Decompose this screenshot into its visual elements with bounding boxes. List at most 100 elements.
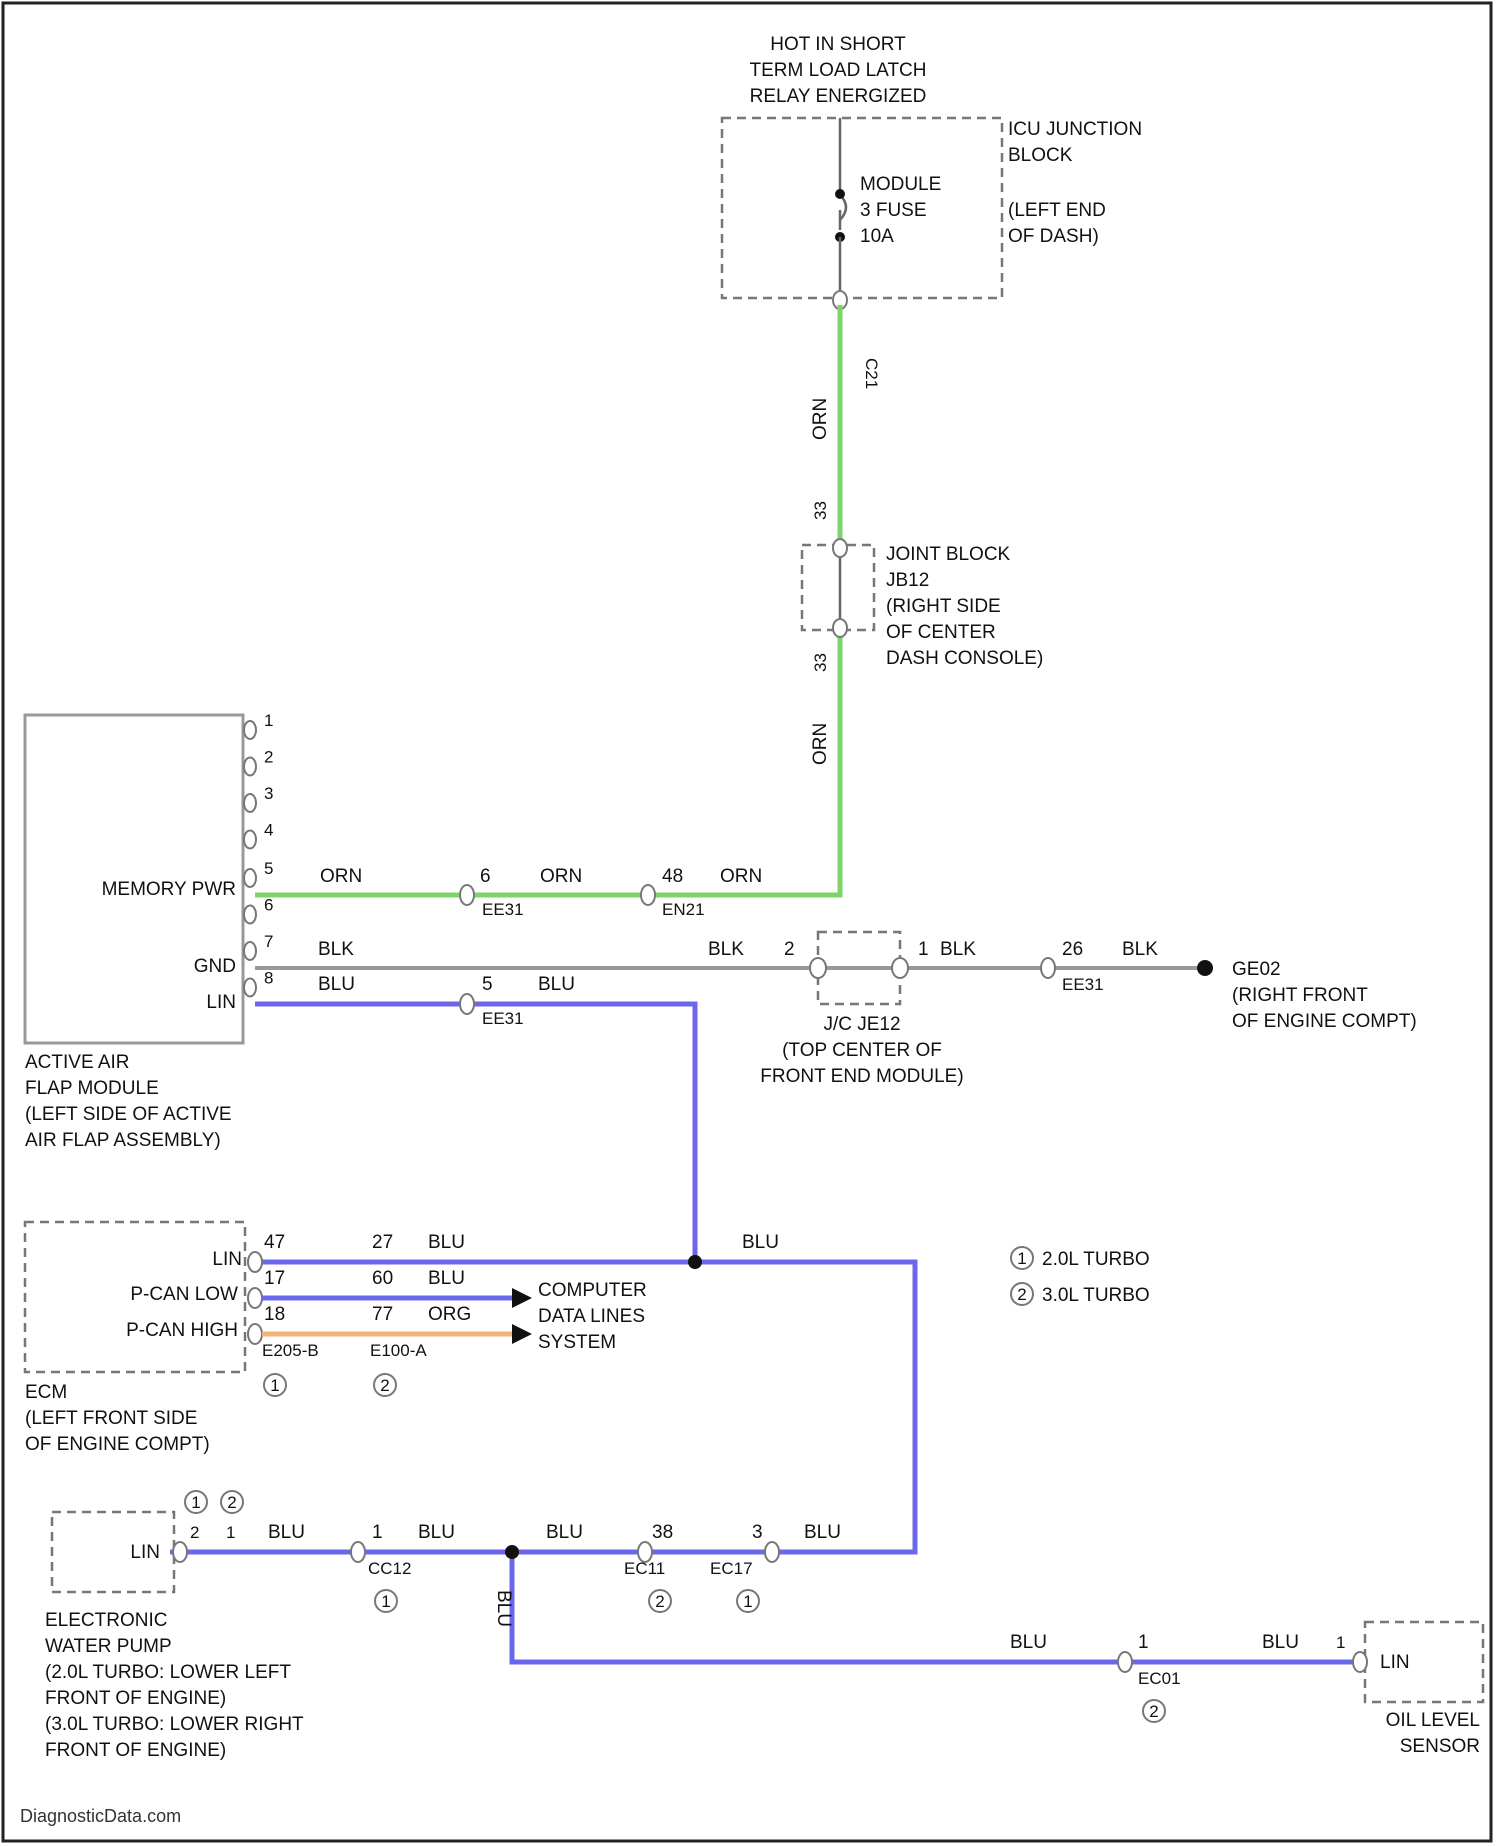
active-air-flap-title-2: FLAP MODULE — [25, 1078, 159, 1099]
flap-pin-number: 8 — [264, 969, 273, 988]
icu-connector-id: C21 — [862, 358, 881, 389]
flap-pin-marker — [244, 721, 256, 739]
svg-text:2: 2 — [227, 1493, 236, 1512]
flap-pin-marker — [244, 942, 256, 960]
cc12-pin: 1 — [372, 1522, 383, 1543]
blk-connector-ee31 — [1041, 958, 1055, 978]
ecm-lin-label: LIN — [212, 1249, 242, 1270]
icu-block-location-2: OF DASH) — [1008, 226, 1099, 247]
blu-wire-label-3: BLU — [742, 1232, 779, 1253]
fuse-label-2: 3 FUSE — [860, 200, 927, 221]
water-pump-title-4: FRONT OF ENGINE) — [45, 1688, 226, 1709]
blu-wire-label-1: BLU — [318, 974, 355, 995]
water-pump-title-5: (3.0L TURBO: LOWER RIGHT — [45, 1714, 304, 1735]
ground-id: GE02 — [1232, 959, 1281, 980]
active-air-flap-title-1: ACTIVE AIR — [25, 1052, 130, 1073]
cc12-connector — [351, 1542, 365, 1562]
ecm-pin-a-1: 47 — [264, 1232, 285, 1253]
icu-block-name-1: ICU JUNCTION — [1008, 119, 1142, 140]
ec11-id: EC11 — [624, 1559, 665, 1578]
blk-wire-label-1: BLK — [318, 939, 354, 960]
orn-connector-1-id: EE31 — [482, 900, 524, 919]
power-source-line-1: HOT IN SHORT — [770, 34, 906, 55]
blu-connector-pin: 5 — [482, 974, 493, 995]
active-air-flap-title-3: (LEFT SIDE OF ACTIVE — [25, 1104, 232, 1125]
ec11-pin: 38 — [652, 1522, 673, 1543]
ground-location-1: (RIGHT FRONT — [1232, 985, 1368, 1006]
orn-wire-label-1: ORN — [320, 866, 362, 887]
blk-wire-label-2: BLK — [708, 939, 744, 960]
joint-block-pin-top: 33 — [811, 501, 830, 520]
blk-connector-id: EE31 — [1062, 975, 1104, 994]
oil-sensor-lin-label: LIN — [1380, 1652, 1410, 1673]
power-source-line-2: TERM LOAD LATCH — [749, 60, 926, 81]
jc-pin-2: 2 — [784, 939, 795, 960]
flap-pin-marker — [244, 869, 256, 887]
memory-pwr-label: MEMORY PWR — [102, 879, 236, 900]
ec01-id: EC01 — [1138, 1669, 1181, 1688]
ground-location-2: OF ENGINE COMPT) — [1232, 1011, 1417, 1032]
ec01-connector — [1118, 1652, 1132, 1672]
ecm-pin-a-3: 18 — [264, 1304, 285, 1325]
blk-wire-label-3: BLK — [940, 939, 976, 960]
svg-text:2: 2 — [655, 1592, 664, 1611]
power-source-label: HOT IN SHORT TERM LOAD LATCH RELAY ENERG… — [749, 34, 926, 107]
ec17-id: EC17 — [710, 1559, 753, 1578]
flap-pin-marker — [244, 906, 256, 924]
joint-block-label-2: JB12 — [886, 570, 929, 591]
flap-pin-marker — [244, 758, 256, 776]
water-pump-title-6: FRONT OF ENGINE) — [45, 1740, 226, 1761]
ecm-pin-b-3: 77 — [372, 1304, 393, 1325]
flap-pin-marker — [244, 979, 256, 997]
lin-splice-2 — [505, 1545, 519, 1559]
water-pump-title-2: WATER PUMP — [45, 1636, 172, 1657]
joint-block-label-5: DASH CONSOLE) — [886, 648, 1043, 669]
ecm-pin-b-1: 27 — [372, 1232, 393, 1253]
icu-block-name-2: BLOCK — [1008, 145, 1073, 166]
water-pump-pin-2: 1 — [226, 1523, 235, 1542]
blu-wire-label-6: BLU — [546, 1522, 583, 1543]
ecm-pin-color-2: BLU — [428, 1268, 465, 1289]
flap-pin-number: 3 — [264, 784, 273, 803]
water-pump-title-3: (2.0L TURBO: LOWER LEFT — [45, 1662, 291, 1683]
blu-wire-label-vertical: BLU — [493, 1590, 514, 1627]
ecm-pin-a-2: 17 — [264, 1268, 285, 1289]
flap-pin-marker — [244, 831, 256, 849]
active-air-flap-title-4: AIR FLAP ASSEMBLY) — [25, 1130, 221, 1151]
flap-pin-marker — [244, 794, 256, 812]
orn-connector-2-id: EN21 — [662, 900, 705, 919]
ground-point-ge02 — [1197, 960, 1213, 976]
watermark: DiagnosticData.com — [20, 1806, 181, 1826]
orn-wire-label-2: ORN — [540, 866, 582, 887]
flap-pin-number: 7 — [264, 932, 273, 951]
blk-wire-label-4: BLK — [1122, 939, 1158, 960]
ecm-pcan-high-label: P-CAN HIGH — [126, 1320, 238, 1341]
blu-connector-id: EE31 — [482, 1009, 524, 1028]
svg-text:1: 1 — [743, 1592, 752, 1611]
ec17-pin: 3 — [752, 1522, 763, 1543]
orn-wire-label-3: ORN — [720, 866, 762, 887]
orn-connector-ee31 — [460, 885, 474, 905]
legend-label-2: 3.0L TURBO — [1042, 1285, 1150, 1306]
flap-pin-number: 2 — [264, 748, 273, 767]
fuse-label-3: 10A — [860, 226, 894, 247]
blu-wire-label-9: BLU — [1262, 1632, 1299, 1653]
joint-block-label-3: (RIGHT SIDE — [886, 596, 1001, 617]
blu-wire-label-5: BLU — [418, 1522, 455, 1543]
oil-sensor-title-2: SENSOR — [1400, 1736, 1480, 1757]
lin-splice-1 — [688, 1255, 702, 1269]
svg-text:1: 1 — [270, 1376, 279, 1395]
oil-sensor-title-1: OIL LEVEL — [1386, 1710, 1480, 1731]
legend-label-1: 2.0L TURBO — [1042, 1249, 1150, 1270]
ecm-pin-color-1: BLU — [428, 1232, 465, 1253]
flap-pin-number: 5 — [264, 859, 273, 878]
ecm-title-1: ECM — [25, 1382, 67, 1403]
cc12-id: CC12 — [368, 1559, 411, 1578]
joint-block-label-1: JOINT BLOCK — [886, 544, 1011, 565]
ecm-pin-color-3: ORG — [428, 1304, 471, 1325]
ecm-connector-a: E205-B — [262, 1341, 319, 1360]
computer-data-lines-2: DATA LINES — [538, 1306, 645, 1327]
flap-pin-number: 4 — [264, 821, 273, 840]
ec17-connector — [765, 1542, 779, 1562]
